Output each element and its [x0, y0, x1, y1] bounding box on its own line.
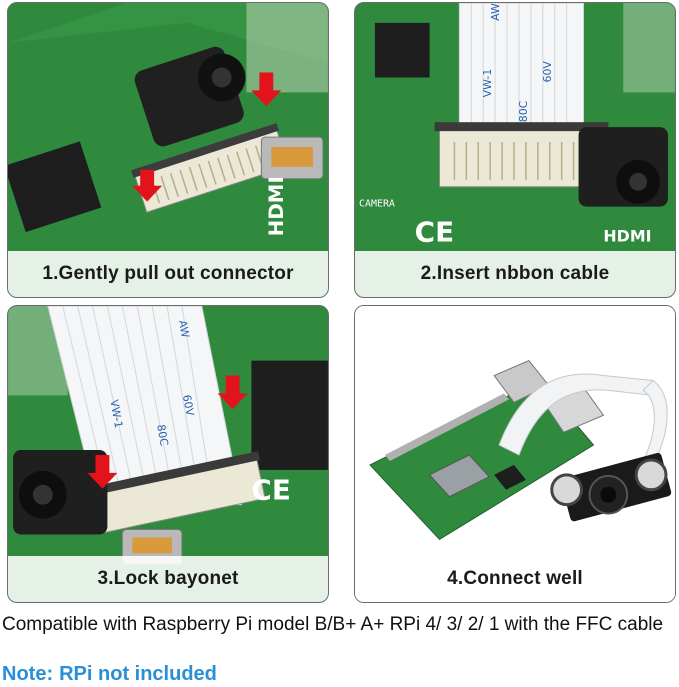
- step-3-photo: VW-1 80C 60V AW CE: [8, 306, 328, 602]
- chip: [8, 141, 102, 233]
- ir-led-icon: [634, 458, 668, 492]
- step-1-photo: HDMI: [8, 3, 328, 297]
- cable-mark: VW-1: [481, 69, 494, 98]
- cable-mark: AW: [489, 3, 502, 21]
- step-4-photo: [355, 306, 675, 602]
- hdmi-silkscreen: HDMI: [603, 226, 651, 245]
- step-4-caption: 4.Connect well: [355, 556, 675, 602]
- step-3-panel: VW-1 80C 60V AW CE 3.Lock bayonet: [7, 305, 329, 603]
- ce-mark: CE: [415, 215, 454, 248]
- arrow-down-icon: [251, 72, 282, 107]
- arrow-down-icon: [87, 454, 118, 489]
- arrow-down-icon: [217, 375, 248, 410]
- step-3-caption: 3.Lock bayonet: [8, 556, 328, 602]
- step-1-panel: HDMI 1.Gently pull out connector: [7, 2, 329, 298]
- step-4-panel: 4.Connect well: [354, 305, 676, 603]
- note-line: Note:RPi not included: [2, 663, 217, 685]
- step-2-panel: VW-1 80C 60V AW CE CAMERA HDMI 2.Insert …: [354, 2, 676, 298]
- cable-mark: 60V: [180, 394, 197, 418]
- note-text: RPi not included: [59, 663, 217, 685]
- step-1-caption: 1.Gently pull out connector: [8, 251, 328, 297]
- ir-led-icon: [550, 473, 584, 507]
- cable-mark: 60V: [541, 61, 554, 83]
- ribbon-cable: [458, 3, 585, 133]
- arrow-down-icon: [132, 169, 163, 202]
- note-label: Note:: [2, 663, 54, 685]
- soc-chip: [428, 454, 490, 498]
- compatibility-text: Compatible with Raspberry Pi model B/B+ …: [2, 614, 664, 635]
- hdmi-silkscreen: HDMI: [265, 176, 288, 236]
- step-2-photo: VW-1 80C 60V AW CE CAMERA HDMI: [355, 3, 675, 297]
- cable-mark: 80C: [517, 100, 530, 122]
- ce-mark: CE: [251, 474, 290, 507]
- step-2-caption: 2.Insert nbbon cable: [355, 251, 675, 297]
- cable-mark: 80C: [154, 423, 171, 447]
- camera-silkscreen: CAMERA: [359, 199, 395, 210]
- cable-mark: AW: [176, 319, 192, 339]
- cable-mark: VW-1: [107, 399, 125, 430]
